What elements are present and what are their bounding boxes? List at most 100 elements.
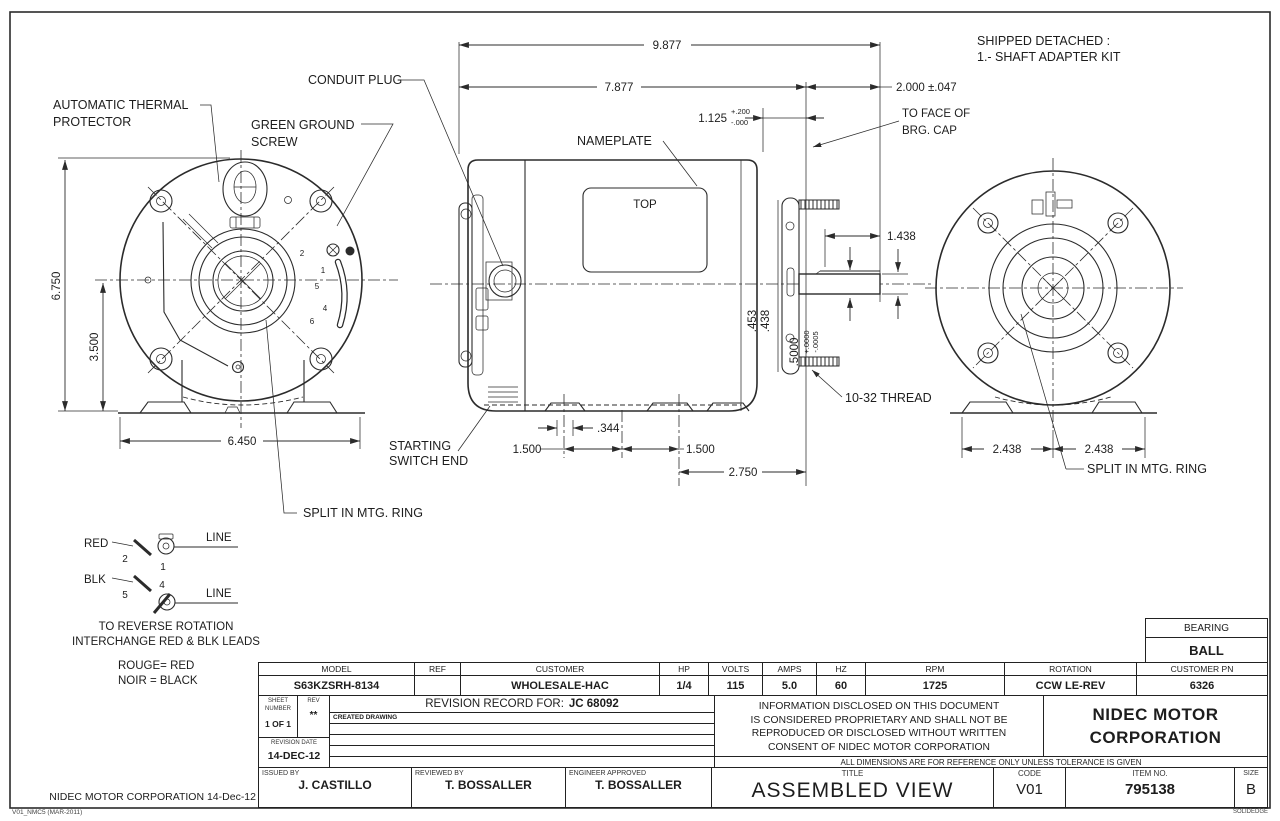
spec-header-customer: CUSTOMER (461, 663, 660, 676)
terminal-numbers: 2 1 5 4 6 (300, 249, 328, 326)
spec-value-hp: 1/4 (660, 676, 709, 695)
revision-date-value: 14-DEC-12 (267, 750, 321, 762)
size-box: SIZE B (1234, 767, 1268, 808)
sheet-number-value: 1 OF 1 (265, 719, 291, 729)
thermal-protector-label: AUTOMATIC THERMAL (53, 98, 188, 112)
terminal-4-number: 4 (159, 580, 165, 591)
dim-flat-b: .438 (760, 310, 772, 332)
shipped-note-line1: SHIPPED DETACHED : (977, 34, 1110, 48)
issued-by-label: ISSUED BY (262, 770, 300, 777)
dim-shaft-ext: 2.000 ±.047 (896, 82, 957, 94)
spec-value-customer-pn: 6326 (1189, 679, 1215, 692)
footer-company-date: NIDEC MOTOR CORPORATION 14-Dec-12 (49, 791, 256, 803)
wiring-diagram: RED 2 1 LINE BLK 5 4 LINE TO REVERSE ROT… (72, 532, 260, 687)
revision-record-value: JC 68092 (568, 698, 619, 710)
title-label: TITLE (841, 769, 864, 778)
shaft-clamp (1031, 191, 1073, 217)
revision-row-5 (330, 757, 714, 767)
issued-by-box: ISSUED BY J. CASTILLO (258, 767, 412, 808)
rev-value: ** (309, 710, 318, 721)
front-outer-circle (119, 158, 363, 402)
shipped-note-line2: 1.- SHAFT ADAPTER KIT (977, 50, 1121, 64)
drawing-title: ASSEMBLED VIEW (751, 779, 954, 802)
front-view: 2 1 5 4 6 AUTOMATIC THERMAL PROTECTOR GR… (51, 73, 504, 520)
bearing-value: BALL (1145, 637, 1268, 663)
spec-value-hz: 60 (817, 676, 866, 695)
dim-foot1: 1.500 (513, 444, 542, 456)
dim-body: 7.877 (605, 82, 634, 94)
dim-slot: .344 (597, 423, 620, 435)
spec-header-ref: REF (415, 663, 461, 676)
motor-shell (467, 159, 758, 412)
split-ring-label-front: SPLIT IN MTG. RING (303, 506, 423, 520)
reviewed-by-value: T. BOSSALLER (445, 778, 532, 792)
dim-shaft-dia: .5000 (789, 338, 801, 367)
spec-header-hz: HZ (817, 663, 866, 676)
spec-value-model: S63KZSRH-8134 (259, 676, 415, 695)
terminal-1: 1 (321, 266, 326, 275)
spec-header-customer-pn: CUSTOMER PN (1137, 663, 1267, 676)
spec-value-rpm: 1725 (866, 676, 1005, 695)
revision-date-box: REVISION DATE 14-DEC-12 (258, 737, 330, 768)
red-lead-label: RED (84, 538, 108, 550)
spec-table: MODEL REF CUSTOMER HP VOLTS AMPS HZ RPM … (258, 662, 1268, 696)
form-code: V01_NMC5 (MAR-2011) (12, 809, 83, 816)
cad-note: SOLIDEDGE (1232, 809, 1268, 815)
terminal-5: 5 (315, 282, 320, 291)
rear-lug-screws (977, 212, 1129, 364)
proprietary-note: INFORMATION DISCLOSED ON THIS DOCUMENT I… (714, 695, 1044, 757)
thread-label: 10-32 THREAD (845, 391, 932, 405)
shaft (798, 270, 881, 295)
starting-switch-ribs (488, 386, 518, 403)
dim-foot-left: 2.438 (993, 444, 1022, 456)
engineer-approved-box: ENGINEER APPROVED T. BOSSALLER (565, 767, 712, 808)
engineer-approved-value: T. BOSSALLER (595, 778, 682, 792)
item-box: ITEM NO. 795138 (1065, 767, 1235, 808)
spec-header-model: MODEL (259, 663, 415, 676)
mounting-screws (149, 189, 333, 371)
spec-value-customer: WHOLESALE-HAC (461, 676, 660, 695)
front-dimensions: 6.750 3.500 6.450 (51, 157, 361, 449)
legend-noir: NOIR = BLACK (118, 675, 198, 687)
rear-view: SHIPPED DETACHED : 1.- SHAFT ADAPTER KIT… (925, 34, 1207, 476)
sheet-border (9, 11, 1271, 809)
item-value: 795138 (1124, 781, 1176, 798)
switch-label-line1: STARTING (389, 439, 451, 453)
dim-ring: 1.125 (698, 113, 727, 125)
dim-shaft-flat-len: 1.438 (887, 231, 916, 243)
face-note-line1: TO FACE OF (902, 108, 970, 120)
title-box: TITLE ASSEMBLED VIEW (711, 767, 994, 808)
rear-dimensions: 2.438 2.438 (961, 417, 1146, 458)
dim-ring-tol-minus: -.000 (731, 118, 748, 127)
line1-label: LINE (206, 532, 232, 544)
code-label: CODE (1017, 769, 1042, 778)
ground-screw (326, 243, 355, 257)
rev-label: REV (307, 698, 320, 704)
dim-overall: 9.877 (653, 40, 682, 52)
size-label: SIZE (1243, 770, 1259, 777)
side-dimensions: 9.877 7.877 2.000 ±.047 1.125 +.200 -.00… (459, 40, 970, 479)
dim-foot-right: 2.438 (1085, 444, 1114, 456)
stud-upper (798, 199, 840, 210)
spec-value-rotation: CCW LE-REV (1005, 676, 1137, 695)
revision-row-1: CREATED DRAWING (330, 713, 714, 724)
lead-2-number: 2 (122, 554, 128, 565)
thermal-protector-label2: PROTECTOR (53, 115, 131, 129)
bearing-header: BEARING (1145, 618, 1268, 638)
dim-center-height: 3.500 (89, 333, 101, 362)
spec-value-amps: 5.0 (763, 676, 817, 695)
spec-value-volts: 115 (709, 676, 763, 695)
conduit-plug (485, 261, 522, 301)
stud-lower (798, 356, 840, 367)
terminal-6: 6 (310, 317, 315, 326)
reviewed-by-box: REVIEWED BY T. BOSSALLER (411, 767, 566, 808)
nameplate-label: NAMEPLATE (577, 134, 652, 148)
dim-width: 6.450 (228, 436, 257, 448)
revision-record-label: REVISION RECORD FOR: (425, 698, 564, 710)
size-value: B (1245, 781, 1256, 798)
reviewed-by-label: REVIEWED BY (415, 770, 464, 777)
reverse-note-line1: TO REVERSE ROTATION (99, 621, 234, 633)
revision-row-2 (330, 724, 714, 735)
